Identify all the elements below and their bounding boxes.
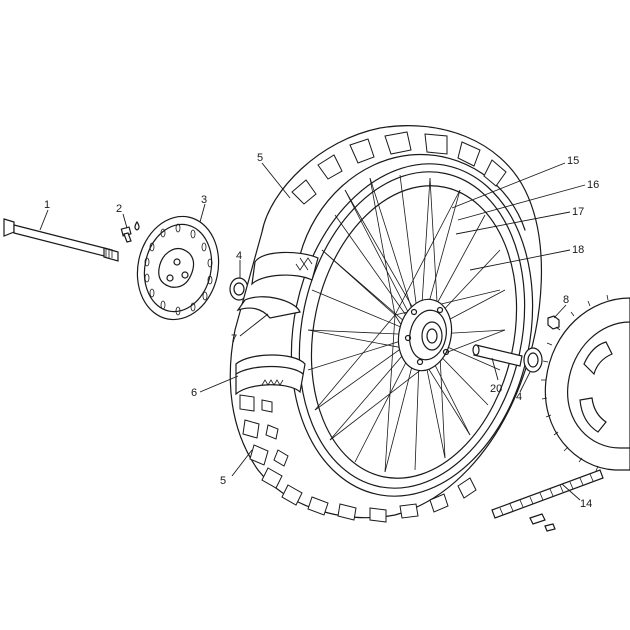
axle (3, 218, 119, 262)
left-bearing (229, 277, 249, 301)
sprocket (541, 294, 630, 472)
label-brake-disc: 3 (201, 194, 207, 206)
label-tyre-top: 5 (257, 152, 263, 164)
label-rim-band: 6 (191, 387, 197, 399)
sprocket-nut (547, 315, 560, 330)
right-bearing (523, 347, 543, 373)
label-hub: 18 (572, 244, 584, 256)
label-bolt: 2 (116, 203, 122, 215)
label-bearing-left: 4 (236, 250, 242, 262)
label-tyre-bottom: 5 (220, 475, 226, 487)
label-bearing-right: 4 (516, 391, 522, 403)
part-labels: 1 2 3 4 5 5 6 7 8 14 15 16 17 18 20 4 (44, 152, 599, 510)
inner-tube (236, 251, 319, 319)
label-axle: 1 (44, 199, 50, 211)
chain (491, 469, 604, 532)
disc-bolt (120, 220, 140, 243)
label-nipple: 17 (572, 206, 584, 218)
label-spacer: 20 (490, 383, 502, 395)
label-spoke-inner: 16 (587, 179, 599, 191)
label-chain: 14 (580, 498, 592, 510)
rim-band (235, 354, 306, 396)
brake-disc (136, 215, 220, 321)
spacer (472, 344, 523, 367)
label-spoke-outer: 15 (567, 155, 579, 167)
label-sprocket-nut: 8 (563, 294, 569, 306)
hub (397, 298, 453, 372)
leader-lines (39, 162, 586, 501)
label-inner-tube: 7 (231, 333, 237, 345)
